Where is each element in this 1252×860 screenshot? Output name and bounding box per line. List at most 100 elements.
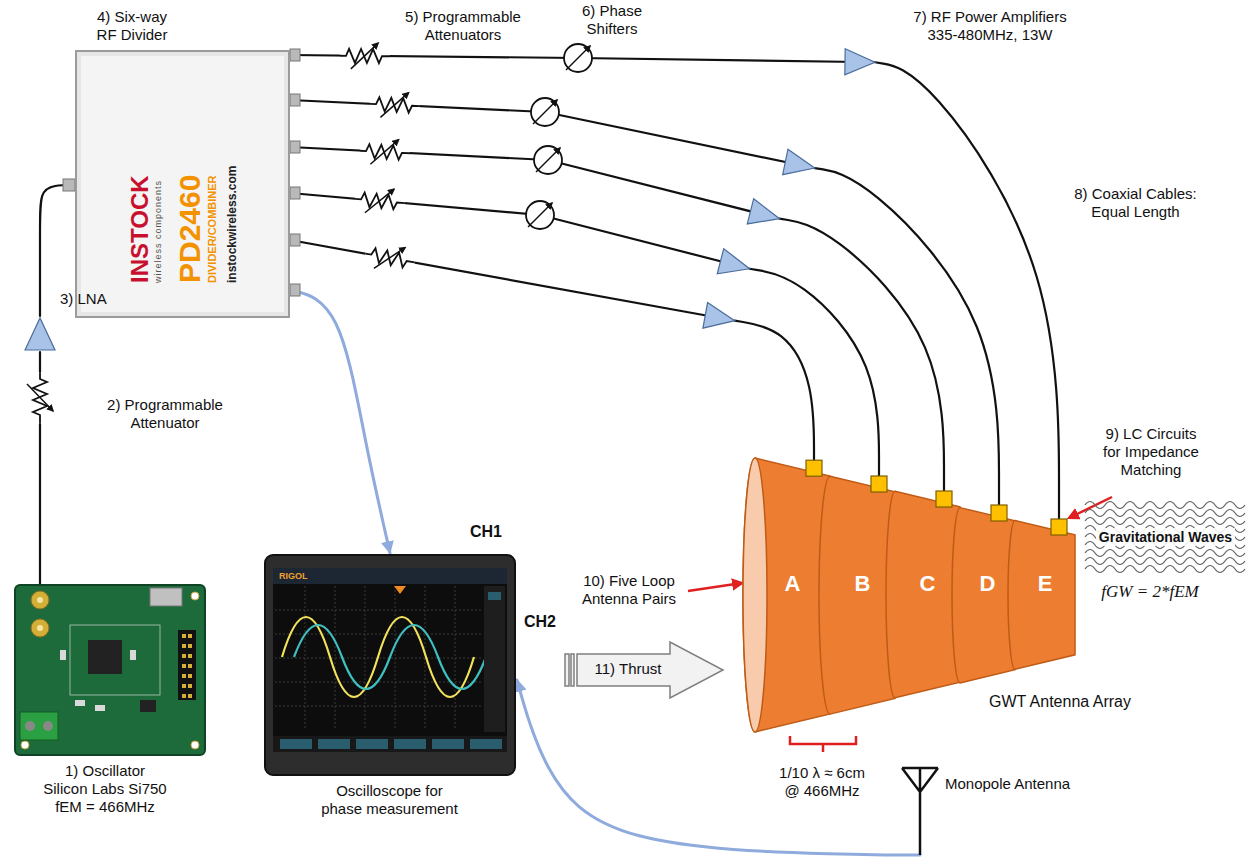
callout-label: 4) Six-way RF Divider [88, 8, 176, 44]
oscillator-board-drawing-part [178, 630, 196, 700]
callout-label: 5) Programmable Attenuators [397, 8, 529, 44]
brand-logo: RIGOL [279, 571, 319, 582]
oscillator-board-drawing-part [31, 591, 49, 609]
power-amplifier-symbols-part [783, 149, 818, 181]
oscilloscope-drawing-part [273, 568, 507, 584]
oscilloscope-drawing-part [265, 555, 515, 775]
callout-label: 7) RF Power Amplifiers 335-480MHz, 13W [900, 8, 1080, 44]
text-slot: CH1 [464, 522, 508, 542]
oscilloscope-drawing-part [275, 586, 482, 730]
front-rim [743, 458, 767, 732]
callout-label: Oscilloscope for phase measurement [317, 782, 462, 818]
segment-body [952, 507, 1015, 682]
coaxial-feed-line [290, 147, 944, 491]
text-slot: INSTOCK [126, 69, 152, 283]
text-slot: 9) LC Circuits for Impedance Matching [1097, 425, 1205, 479]
oscillator-board-drawing-part [140, 700, 156, 712]
model-number: PD2460 [173, 69, 205, 283]
lc-matching-pad [806, 460, 822, 476]
text-slot: 1/10 λ ≈ 6cm @ 466MHz [772, 764, 872, 800]
divider-ports-part [290, 49, 300, 61]
oscilloscope-drawing-part [273, 736, 507, 752]
text-slot: RIGOL [279, 571, 319, 582]
divider-ports-part [290, 141, 300, 153]
programmable-attenuator: 2) Programmable Attenuator [22, 372, 58, 424]
text-slot: 3) LNA [60, 290, 130, 308]
callout-label: 3) LNA [60, 290, 130, 308]
lna-amplifier: 3) LNA [24, 316, 56, 352]
oscillator-board: 1) Oscillator Silicon Labs Si750 fEM = 4… [15, 585, 205, 755]
oscilloscope-drawing-part [394, 586, 406, 594]
channel-label: CH1 [464, 522, 508, 542]
oscillator-board-drawing-part [20, 712, 58, 740]
callout-label: 11) Thrust [573, 660, 683, 678]
text-slot: PD2460 [173, 69, 205, 283]
attenuator-symbols-part [363, 241, 417, 276]
oscillator-board-drawing-part [95, 705, 105, 711]
rf-divider: INSTOCKwireless componentsPD2460DIVIDER/… [75, 50, 290, 318]
divider-ports-part [63, 179, 75, 191]
oscilloscope-drawing-part [484, 586, 505, 732]
callout-label: 2) Programmable Attenuator [100, 396, 230, 432]
lc-matching-pad [991, 505, 1007, 521]
oscilloscope-drawing-part [273, 568, 507, 736]
text-slot: 5) Programmable Attenuators [397, 8, 529, 44]
gravitational-wave-picture [1085, 502, 1245, 573]
dimension-label: 1/10 λ ≈ 6cm @ 466MHz [772, 764, 872, 800]
text-slot: 4) Six-way RF Divider [88, 8, 176, 44]
gravitational-wave-picture-part [1085, 558, 1245, 565]
coaxial-feed-line [290, 100, 999, 505]
text-slot: 6) Phase Shifters [572, 2, 652, 38]
oscillator-board-drawing-part [37, 625, 43, 631]
text-slot: 1) Oscillator Silicon Labs Si750 fEM = 4… [43, 762, 167, 816]
callout-label: 9) LC Circuits for Impedance Matching [1097, 425, 1205, 479]
attenuator-symbols [27, 43, 421, 423]
oscilloscope-drawing [265, 555, 515, 775]
segment-letter: E [1025, 571, 1065, 597]
oscillator-board-drawing-part [21, 741, 29, 749]
oscillator-board-drawing-part [188, 634, 192, 698]
phase-shifter-symbols [526, 44, 592, 229]
text-slot: Gravitational Waves [1088, 528, 1243, 546]
wave-label: Gravitational Waves [1096, 528, 1235, 546]
probe-signal-arrow [290, 290, 390, 553]
callout-label: 8) Coaxial Cables: Equal Length [1068, 185, 1203, 221]
product-type: DIVIDER/COMBINER [205, 69, 218, 283]
divider-ports-part [290, 234, 300, 246]
leader-arrow [688, 583, 742, 591]
oscilloscope-drawing-part [470, 739, 502, 749]
segment-body [819, 476, 895, 714]
brand-url: instockwireless.com [224, 69, 239, 283]
oscilloscope-drawing-part [318, 739, 350, 749]
oscilloscope-drawing-part [294, 625, 486, 689]
gravitational-wave-picture-part [1085, 510, 1245, 517]
coaxial-feed-line [290, 55, 1059, 519]
attenuator-symbols-part [369, 91, 420, 119]
segment-body [886, 492, 960, 699]
phase-shifter-symbols-part [531, 98, 559, 126]
callout-label: 10) Five Loop Antenna Pairs [575, 572, 683, 608]
array-title: GWT Antenna Array [975, 692, 1145, 712]
phase-shifter-symbols-part [526, 201, 554, 229]
lc-matching-pad [1051, 519, 1067, 535]
oscillator-board-drawing-part [150, 588, 182, 606]
formula: fGW = 2*fEM [1090, 582, 1210, 602]
thrust-arrow-outline-part [571, 654, 574, 686]
channel-label: CH2 [518, 612, 562, 632]
divider-ports-part [290, 94, 300, 106]
phase-shifter-symbols-part [534, 146, 562, 174]
brand-logo: INSTOCK [126, 69, 152, 283]
text-slot: 11) Thrust [573, 660, 683, 678]
gravitational-wave-picture-part [1085, 502, 1245, 509]
power-amplifier-symbols-part [845, 49, 875, 75]
oscilloscope-drawing-part [432, 739, 464, 749]
text-slot: D [968, 571, 1008, 597]
text-slot: 8) Coaxial Cables: Equal Length [1068, 185, 1203, 221]
callout-label: 1) Oscillator Silicon Labs Si750 fEM = 4… [43, 762, 167, 816]
text-slot: 7) RF Power Amplifiers 335-480MHz, 13W [900, 8, 1080, 44]
spacing-bracket [790, 736, 856, 752]
power-amplifier-symbols-part [703, 303, 737, 334]
oscillator-board-drawing-part [75, 700, 85, 706]
text-slot: CH2 [518, 612, 562, 632]
